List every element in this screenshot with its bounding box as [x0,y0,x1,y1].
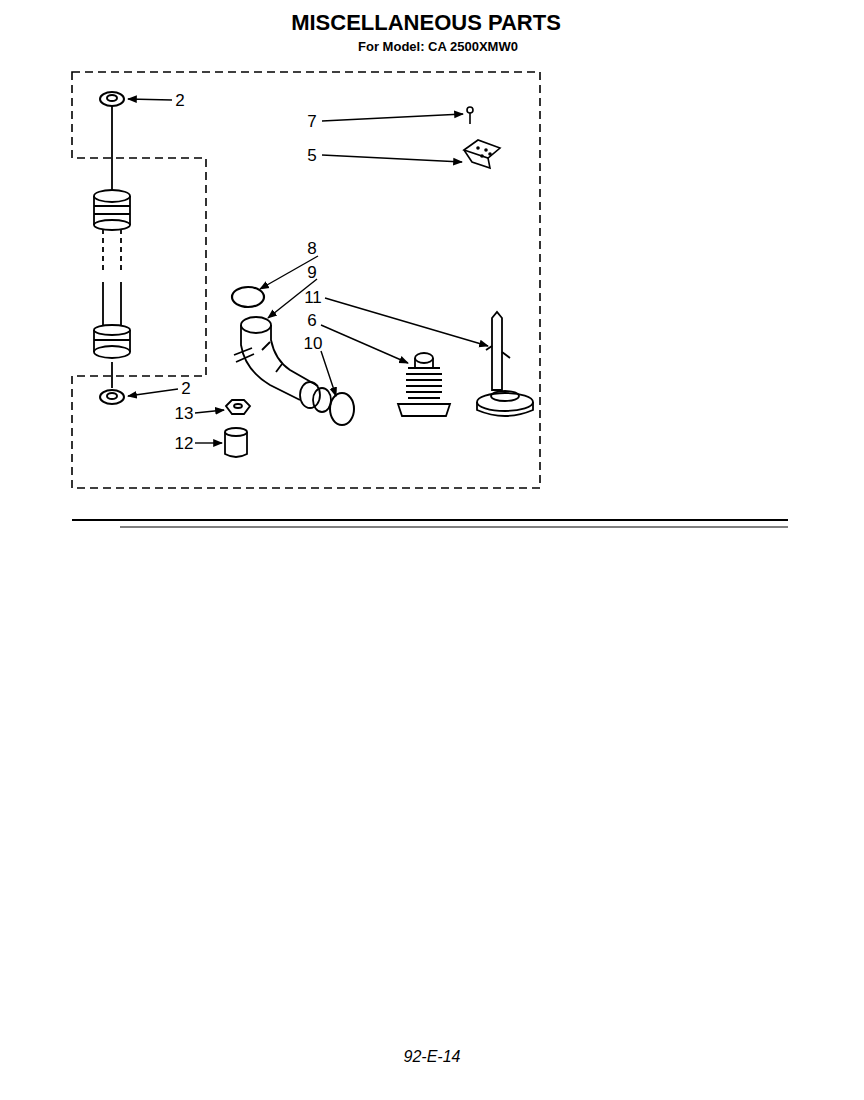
callout-number: 13 [175,405,194,422]
callout-number: 12 [175,435,194,452]
callout-number: 8 [307,240,316,257]
callout-number: 5 [307,147,316,164]
hose-elbow [234,317,331,412]
o-ring [232,287,264,307]
rule [72,519,788,521]
model-number: For Model: CA 2500XMW0 [358,40,518,53]
drive-shaft [94,106,130,388]
leader-line [128,99,488,443]
callout-number: 2 [181,380,190,397]
callout-number: 9 [307,264,316,281]
callout-number: 11 [304,289,322,306]
o-ring [330,393,354,425]
callout-number: 10 [304,335,323,352]
screw-and-bracket [464,107,500,168]
rule [120,527,788,528]
page-code: 92-E-14 [404,1049,461,1065]
agitator-post [477,312,533,416]
nut-and-sleeve [225,400,250,457]
callout-number: 7 [307,113,316,130]
callout-number: 6 [307,312,316,329]
callout-number: 2 [175,92,184,109]
diagram-title: MISCELLANEOUS PARTS [291,12,561,34]
group-outline [72,72,540,488]
